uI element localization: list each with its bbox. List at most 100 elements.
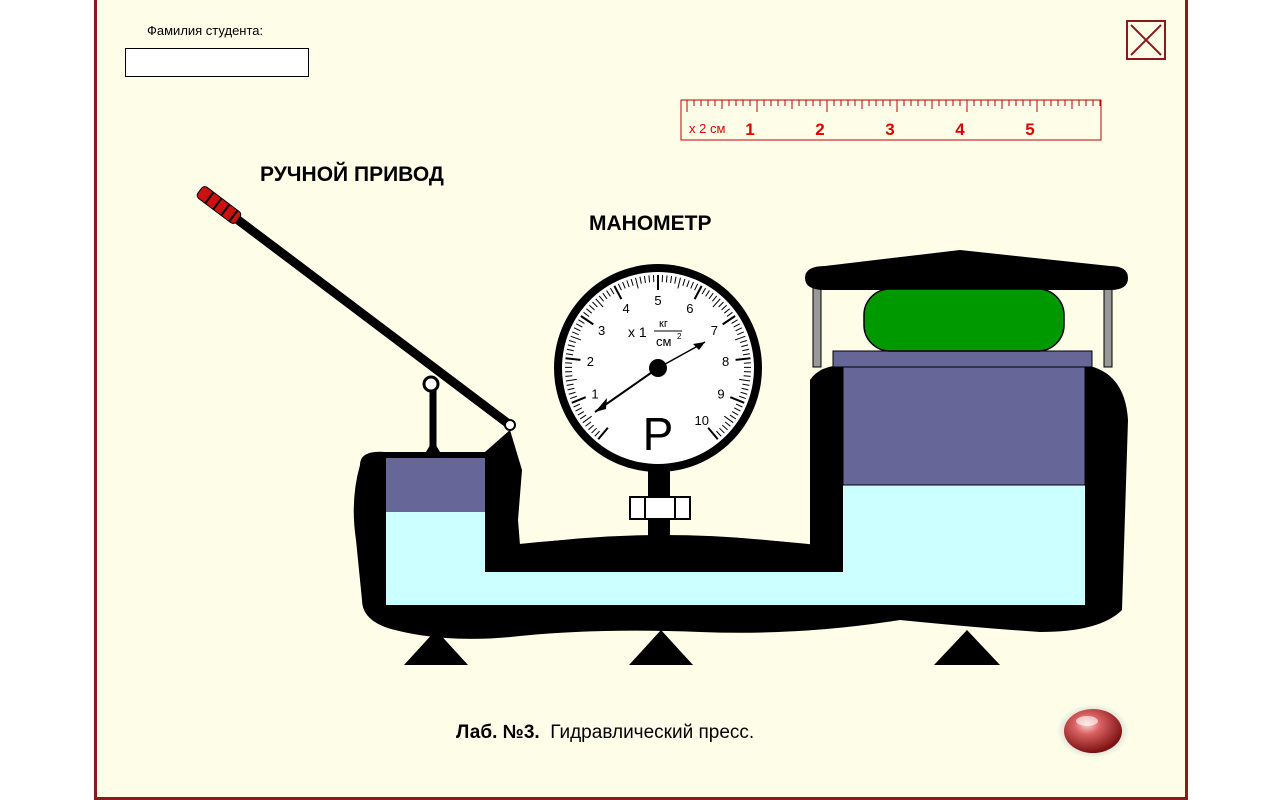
ruler-number: 3 bbox=[885, 120, 894, 139]
gauge-unit-top: кг bbox=[659, 318, 668, 330]
gauge-tick bbox=[591, 427, 597, 434]
gauge-tick bbox=[572, 331, 579, 336]
gauge-tick bbox=[595, 298, 604, 308]
gauge-ticks bbox=[564, 275, 752, 440]
gauge-tick bbox=[592, 301, 598, 308]
left-column bbox=[812, 282, 822, 368]
gauge-number: 7 bbox=[711, 323, 718, 338]
gauge-number: 4 bbox=[622, 301, 629, 316]
lab-name: Гидравлический пресс. bbox=[550, 722, 755, 743]
gauge-tick bbox=[578, 319, 585, 324]
gauge-unit-exponent: 2 bbox=[677, 332, 682, 341]
gauge-tick bbox=[743, 375, 751, 377]
gauge-tick bbox=[566, 348, 574, 352]
gauge-tick bbox=[722, 315, 736, 326]
gauge-tick bbox=[731, 319, 738, 324]
gauge-tick bbox=[565, 378, 577, 382]
pump-support-base bbox=[426, 440, 440, 452]
gauge-tick bbox=[617, 283, 622, 291]
gauge-tick bbox=[741, 387, 749, 391]
gauge-tick bbox=[718, 301, 724, 308]
ruler-number: 4 bbox=[955, 120, 965, 139]
gauge-label: МАНОМЕТР bbox=[589, 212, 712, 235]
gauge-tick bbox=[686, 280, 690, 288]
large-piston bbox=[842, 364, 1086, 486]
gauge-tick bbox=[606, 290, 611, 297]
gauge-tick bbox=[733, 323, 741, 328]
gauge-tick bbox=[740, 340, 747, 344]
red-round-button-icon bbox=[1057, 704, 1129, 758]
gauge-tick bbox=[724, 415, 734, 424]
gauge-tick bbox=[694, 283, 699, 291]
large-piston-plate bbox=[832, 350, 1093, 368]
gauge-tick bbox=[594, 430, 600, 437]
press-top bbox=[805, 250, 1128, 290]
right-column bbox=[1103, 282, 1113, 368]
lab-title: Лаб. №3. Гидравлический пресс. bbox=[456, 722, 754, 744]
gauge-tick bbox=[613, 285, 623, 300]
gauge-tick bbox=[711, 295, 718, 302]
gauge-tick bbox=[741, 344, 749, 348]
gauge-tick bbox=[626, 280, 630, 288]
gauge-tick bbox=[735, 403, 743, 408]
gauge-tick bbox=[735, 327, 743, 332]
load bbox=[863, 288, 1065, 352]
gauge-tick bbox=[733, 407, 741, 412]
run-button[interactable] bbox=[1057, 704, 1129, 758]
gauge-tick bbox=[567, 344, 575, 348]
gauge-tick bbox=[573, 403, 581, 408]
gauge-tick bbox=[579, 414, 587, 420]
ruler-body[interactable] bbox=[680, 99, 1102, 141]
gauge-tick bbox=[721, 304, 728, 311]
gauge-tick bbox=[719, 427, 725, 434]
gauge-tick bbox=[648, 275, 651, 283]
ruler-number: 1 bbox=[745, 120, 754, 139]
gauge-number: 2 bbox=[587, 354, 594, 369]
gauge-tick bbox=[575, 407, 583, 412]
gauge-tick bbox=[577, 411, 585, 416]
ruler-unit-label: x 2 см bbox=[689, 121, 725, 136]
close-button[interactable] bbox=[1126, 20, 1166, 60]
gauge-tick bbox=[724, 421, 731, 427]
gauge-tick bbox=[568, 391, 576, 395]
gauge-tick bbox=[583, 311, 590, 317]
gauge-tick bbox=[566, 383, 574, 386]
gauge-tick bbox=[609, 287, 615, 295]
ruler-number: 5 bbox=[1025, 120, 1034, 139]
lever-handle[interactable] bbox=[196, 185, 243, 225]
gauge-tick bbox=[566, 353, 574, 356]
pump-label: РУЧНОЙ ПРИВОД bbox=[260, 163, 444, 186]
gauge-tick bbox=[729, 396, 745, 404]
middle-foot bbox=[629, 630, 693, 665]
gauge-tick bbox=[721, 424, 728, 431]
gauge-tick bbox=[643, 275, 646, 283]
gauge-tick bbox=[602, 292, 608, 300]
lever-end-pivot bbox=[504, 419, 516, 431]
gauge-tick bbox=[693, 285, 703, 300]
gauge-tick bbox=[712, 298, 721, 308]
student-name-label: Фамилия студента: bbox=[147, 23, 264, 38]
close-icon bbox=[1130, 24, 1162, 56]
gauge-tick bbox=[729, 414, 737, 420]
gauge-tick bbox=[570, 335, 582, 341]
student-name-input[interactable] bbox=[125, 48, 309, 77]
pump-lever bbox=[200, 190, 515, 430]
lab-number: Лаб. №3. bbox=[456, 722, 540, 743]
gauge-tick bbox=[569, 340, 576, 344]
gauge-multiplier: x 1 bbox=[628, 324, 647, 340]
gauge-tick bbox=[630, 278, 634, 286]
gauge-tick bbox=[708, 292, 714, 300]
gauge-tick bbox=[742, 353, 750, 356]
gauge-symbol: P bbox=[643, 408, 674, 460]
liquid bbox=[386, 485, 1085, 605]
gauge-unit-bottom: см bbox=[656, 334, 672, 349]
gauge-tick bbox=[565, 375, 573, 377]
left-foot bbox=[404, 630, 468, 665]
gauge-tick bbox=[705, 290, 710, 297]
ruler-ticks bbox=[686, 100, 1101, 112]
gauge-tick bbox=[731, 411, 739, 416]
gauge-number: 6 bbox=[686, 301, 693, 316]
